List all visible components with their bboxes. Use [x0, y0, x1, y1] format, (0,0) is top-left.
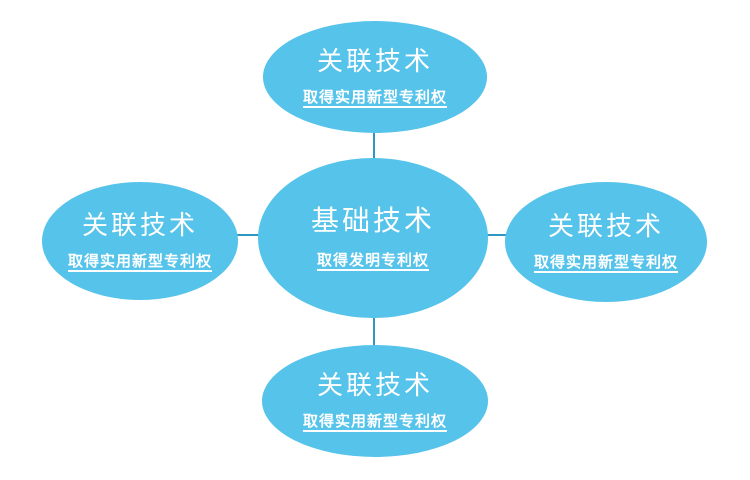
connector-top-center — [373, 133, 375, 159]
node-title: 关联技术 — [547, 210, 664, 241]
node-related-tech-bottom: 关联技术 取得实用新型专利权 — [262, 345, 488, 457]
node-subtitle: 取得实用新型专利权 — [302, 413, 447, 431]
node-related-tech-right: 关联技术 取得实用新型专利权 — [505, 182, 707, 302]
connector-center-bottom — [373, 318, 375, 346]
node-base-tech-center: 基础技术 取得发明专利权 — [258, 158, 488, 318]
node-title: 关联技术 — [316, 369, 433, 400]
node-related-tech-left: 关联技术 取得实用新型专利权 — [42, 182, 238, 300]
node-subtitle: 取得实用新型专利权 — [67, 253, 212, 271]
node-related-tech-top: 关联技术 取得实用新型专利权 — [263, 21, 487, 133]
connector-center-right — [487, 234, 506, 236]
node-title: 基础技术 — [310, 204, 435, 236]
node-title: 关联技术 — [316, 45, 433, 76]
node-subtitle: 取得实用新型专利权 — [533, 254, 678, 272]
node-title: 关联技术 — [81, 209, 198, 240]
node-subtitle: 取得实用新型专利权 — [302, 89, 447, 107]
node-subtitle: 取得发明专利权 — [316, 252, 429, 270]
connector-left-center — [237, 234, 259, 236]
